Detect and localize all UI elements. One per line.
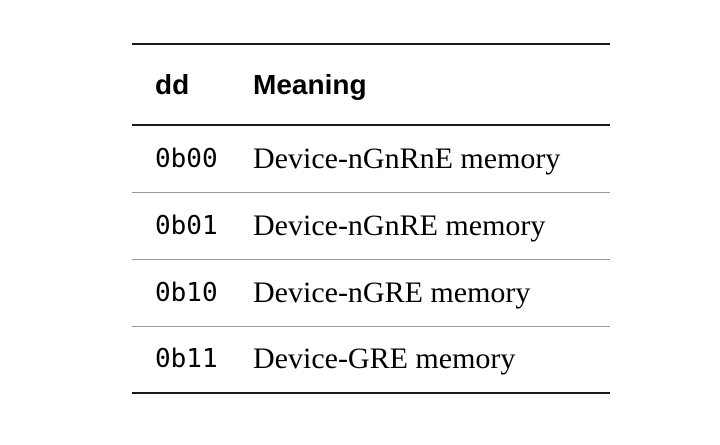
table-header-row: dd Meaning — [132, 44, 610, 126]
meaning-value: Device-nGRE memory — [253, 258, 610, 326]
table-row: 0b01 Device-nGnRE memory — [132, 191, 610, 259]
table-row: 0b00 Device-nGnRnE memory — [132, 125, 610, 192]
column-header-dd: dd — [132, 44, 253, 126]
meaning-value: Device-GRE memory — [253, 325, 610, 393]
device-memory-attributes-table: dd Meaning 0b00 Device-nGnRnE memory 0b0… — [132, 43, 610, 394]
meaning-value: Device-nGnRnE memory — [253, 141, 561, 175]
dd-value: 0b11 — [132, 325, 253, 393]
table-row: 0b10 Device-nGRE memory — [132, 258, 610, 326]
dd-value: 0b00 — [155, 143, 218, 174]
table-row: 0b11 Device-GRE memory — [132, 325, 610, 393]
meaning-value: Device-nGnRE memory — [253, 191, 610, 259]
column-header-meaning: Meaning — [253, 44, 610, 126]
dd-value: 0b01 — [132, 191, 253, 259]
dd-value: 0b10 — [132, 258, 253, 326]
